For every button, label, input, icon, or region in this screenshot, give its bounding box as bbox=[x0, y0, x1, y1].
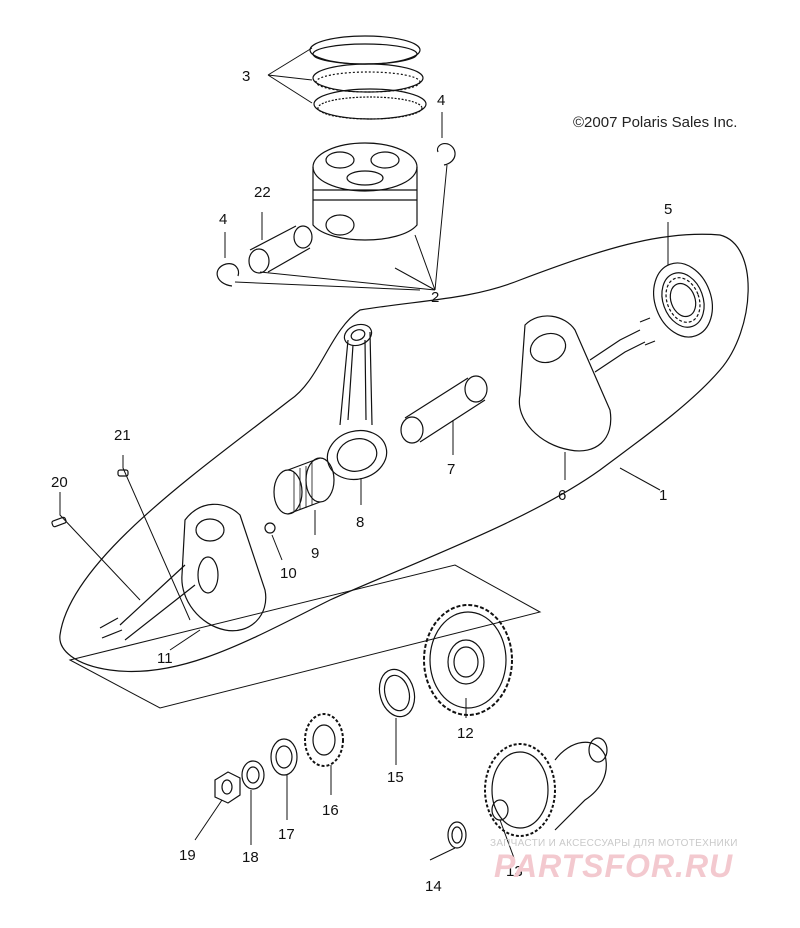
callout-9: 9 bbox=[311, 545, 319, 562]
callout-2: 2 bbox=[431, 289, 439, 306]
callout-6: 6 bbox=[558, 487, 566, 504]
callout-15: 15 bbox=[387, 769, 404, 786]
callout-5: 5 bbox=[664, 201, 672, 218]
nut bbox=[214, 771, 241, 804]
callout-8: 8 bbox=[356, 514, 364, 531]
circlip-left bbox=[216, 263, 240, 287]
thrust-washer bbox=[447, 821, 467, 849]
lower-assembly-bracket bbox=[68, 564, 542, 709]
callout-12: 12 bbox=[457, 725, 474, 742]
callout-11: 11 bbox=[157, 650, 173, 667]
watermark-subtitle: ЗАПЧАСТИ И АКСЕССУАРЫ ДЛЯ МОТОТЕХНИКИ bbox=[490, 838, 738, 849]
crankshaft-assembly-outline bbox=[59, 233, 749, 673]
piston-rings bbox=[309, 35, 427, 120]
timing-sprocket bbox=[304, 713, 344, 767]
callout-16: 16 bbox=[322, 802, 339, 819]
circlip-right bbox=[436, 143, 456, 166]
callout-7: 7 bbox=[447, 461, 455, 478]
callout-18: 18 bbox=[242, 849, 259, 866]
crankshaft-half-left bbox=[99, 503, 267, 641]
crank-pin bbox=[400, 375, 488, 444]
ball-10 bbox=[264, 522, 276, 534]
callout-17: 17 bbox=[278, 826, 295, 843]
piston bbox=[312, 142, 418, 241]
balance-shaft-gear bbox=[484, 737, 608, 837]
woodruff-key-20 bbox=[51, 516, 67, 528]
callout-14: 14 bbox=[425, 878, 442, 895]
callout-1: 1 bbox=[659, 487, 667, 504]
needle-bearing bbox=[273, 457, 335, 515]
callout-10: 10 bbox=[280, 565, 297, 582]
copyright-notice: ©2007 Polaris Sales Inc. bbox=[573, 114, 738, 131]
crankshaft-half-right bbox=[518, 315, 656, 452]
main-bearing bbox=[653, 262, 713, 338]
spacer bbox=[270, 738, 298, 776]
woodruff-key-21 bbox=[117, 469, 129, 477]
callout-4-left: 4 bbox=[219, 211, 227, 228]
callout-22: 22 bbox=[254, 184, 271, 201]
drive-gear bbox=[423, 604, 513, 716]
callout-20: 20 bbox=[51, 474, 68, 491]
callout-4-right: 4 bbox=[437, 92, 445, 109]
callout-3: 3 bbox=[242, 68, 250, 85]
leader-lines bbox=[59, 47, 669, 861]
callout-21: 21 bbox=[114, 427, 131, 444]
watermark-brand: PARTSFOR.RU bbox=[494, 848, 734, 884]
callout-13: 13 bbox=[506, 863, 523, 880]
piston-pin bbox=[248, 225, 313, 274]
washer bbox=[241, 760, 265, 790]
shim-washer bbox=[378, 668, 416, 718]
connecting-rod bbox=[326, 323, 388, 481]
callout-19: 19 bbox=[179, 847, 196, 864]
